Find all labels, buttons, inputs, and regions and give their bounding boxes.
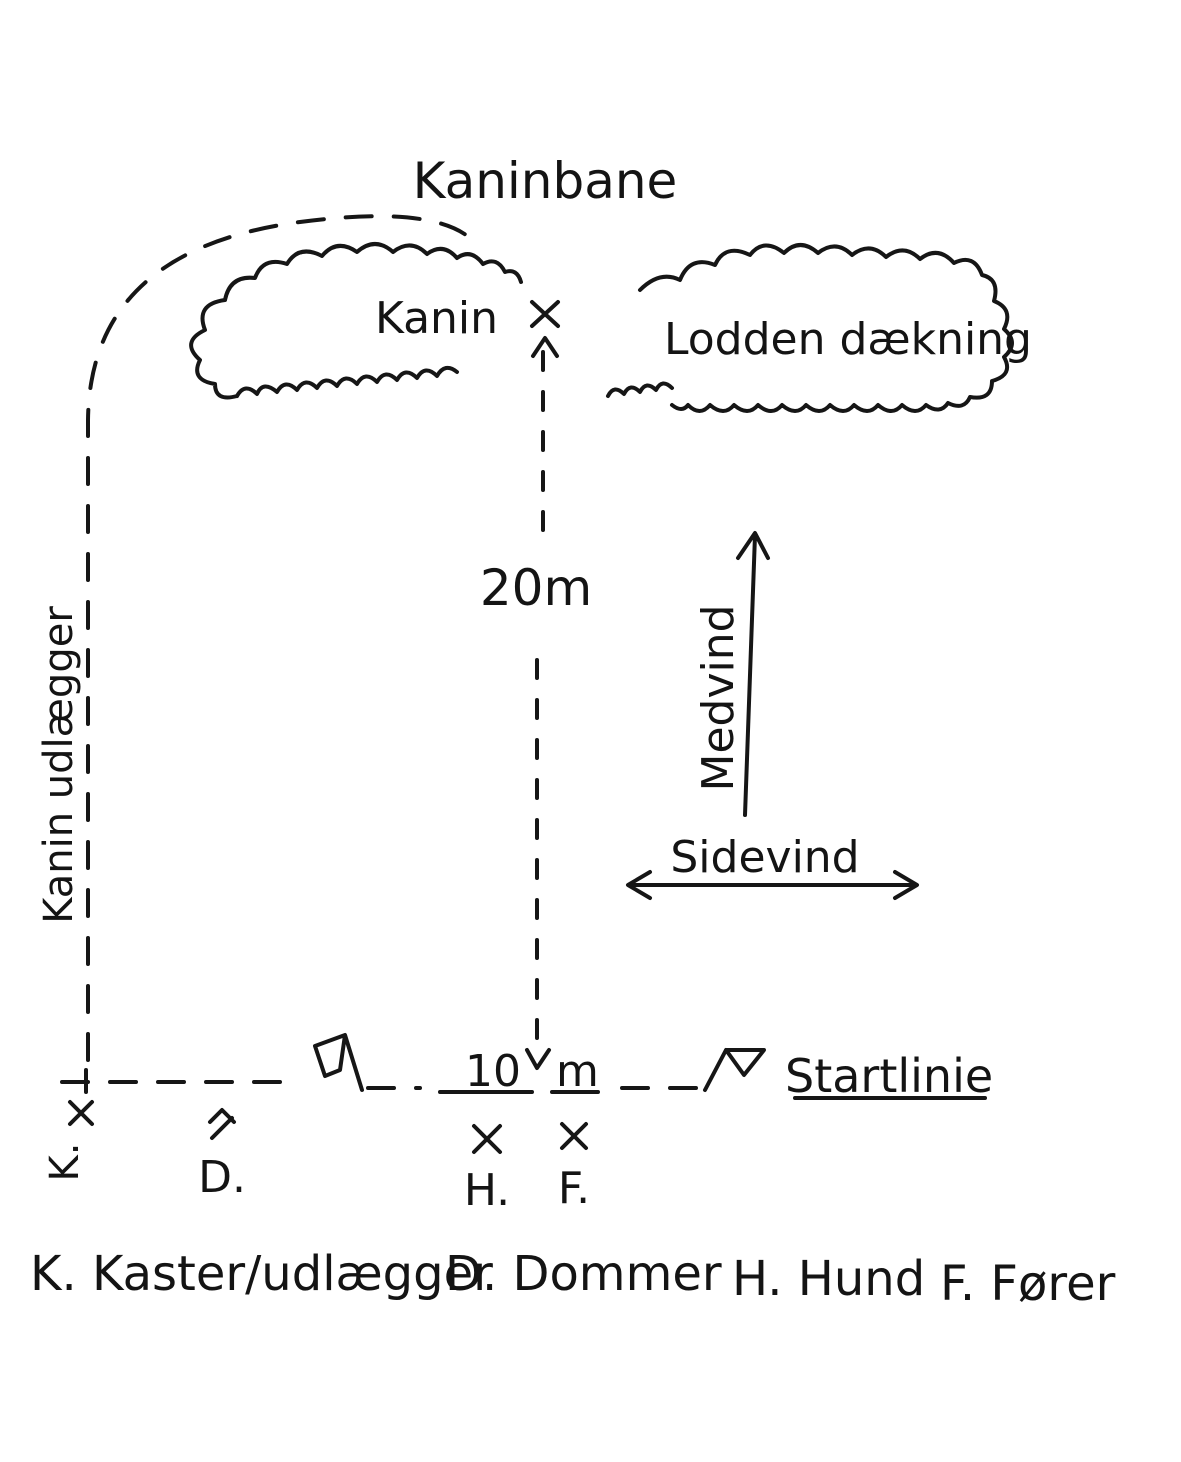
rabbit-x-mark bbox=[530, 300, 560, 328]
legend-handler: F. Fører bbox=[940, 1256, 1116, 1312]
legend-dog: H. Hund bbox=[732, 1251, 925, 1307]
distance-10-unit: m bbox=[556, 1046, 599, 1097]
flag-left-icon bbox=[313, 1033, 364, 1092]
judge-x-mark bbox=[208, 1108, 236, 1140]
judge-position-label: D. bbox=[198, 1152, 246, 1203]
rabbit-track-path bbox=[86, 214, 472, 1062]
start-line bbox=[60, 1080, 702, 1090]
tailwind-label: Medvind bbox=[693, 604, 744, 791]
distance-20m-label: 20m bbox=[480, 559, 592, 617]
dog-x-mark bbox=[472, 1124, 502, 1154]
right-bush bbox=[606, 243, 1014, 413]
handler-position-label: F. bbox=[558, 1163, 590, 1214]
distance-line bbox=[535, 350, 545, 1062]
rabbit-placer-label: Kanin udlægger bbox=[36, 606, 82, 924]
legend-judge: D. Dommer bbox=[445, 1246, 722, 1302]
rabbit-track-label: Kaninbane bbox=[413, 152, 678, 210]
flag-right-icon bbox=[703, 1048, 766, 1092]
thrower-position-label: K. bbox=[42, 1143, 88, 1182]
distance-arrow-top bbox=[531, 336, 559, 358]
rabbit-label: Kanin bbox=[375, 293, 498, 344]
crosswind-label: Sidevind bbox=[670, 832, 859, 883]
tailwind-arrow bbox=[736, 531, 770, 817]
handler-x-mark bbox=[560, 1122, 588, 1150]
left-bush bbox=[189, 242, 523, 400]
dog-position-label: H. bbox=[464, 1165, 510, 1216]
crosswind-arrow bbox=[626, 870, 919, 900]
distance-10-label: 10 bbox=[465, 1046, 521, 1097]
cover-label: Lodden dækning bbox=[664, 314, 1032, 365]
legend-thrower: K. Kaster/udlægger bbox=[30, 1246, 493, 1302]
start-line-label: Startlinie bbox=[785, 1049, 993, 1103]
thrower-x-mark bbox=[68, 1100, 94, 1126]
distance-arrow-bottom bbox=[525, 1048, 551, 1070]
